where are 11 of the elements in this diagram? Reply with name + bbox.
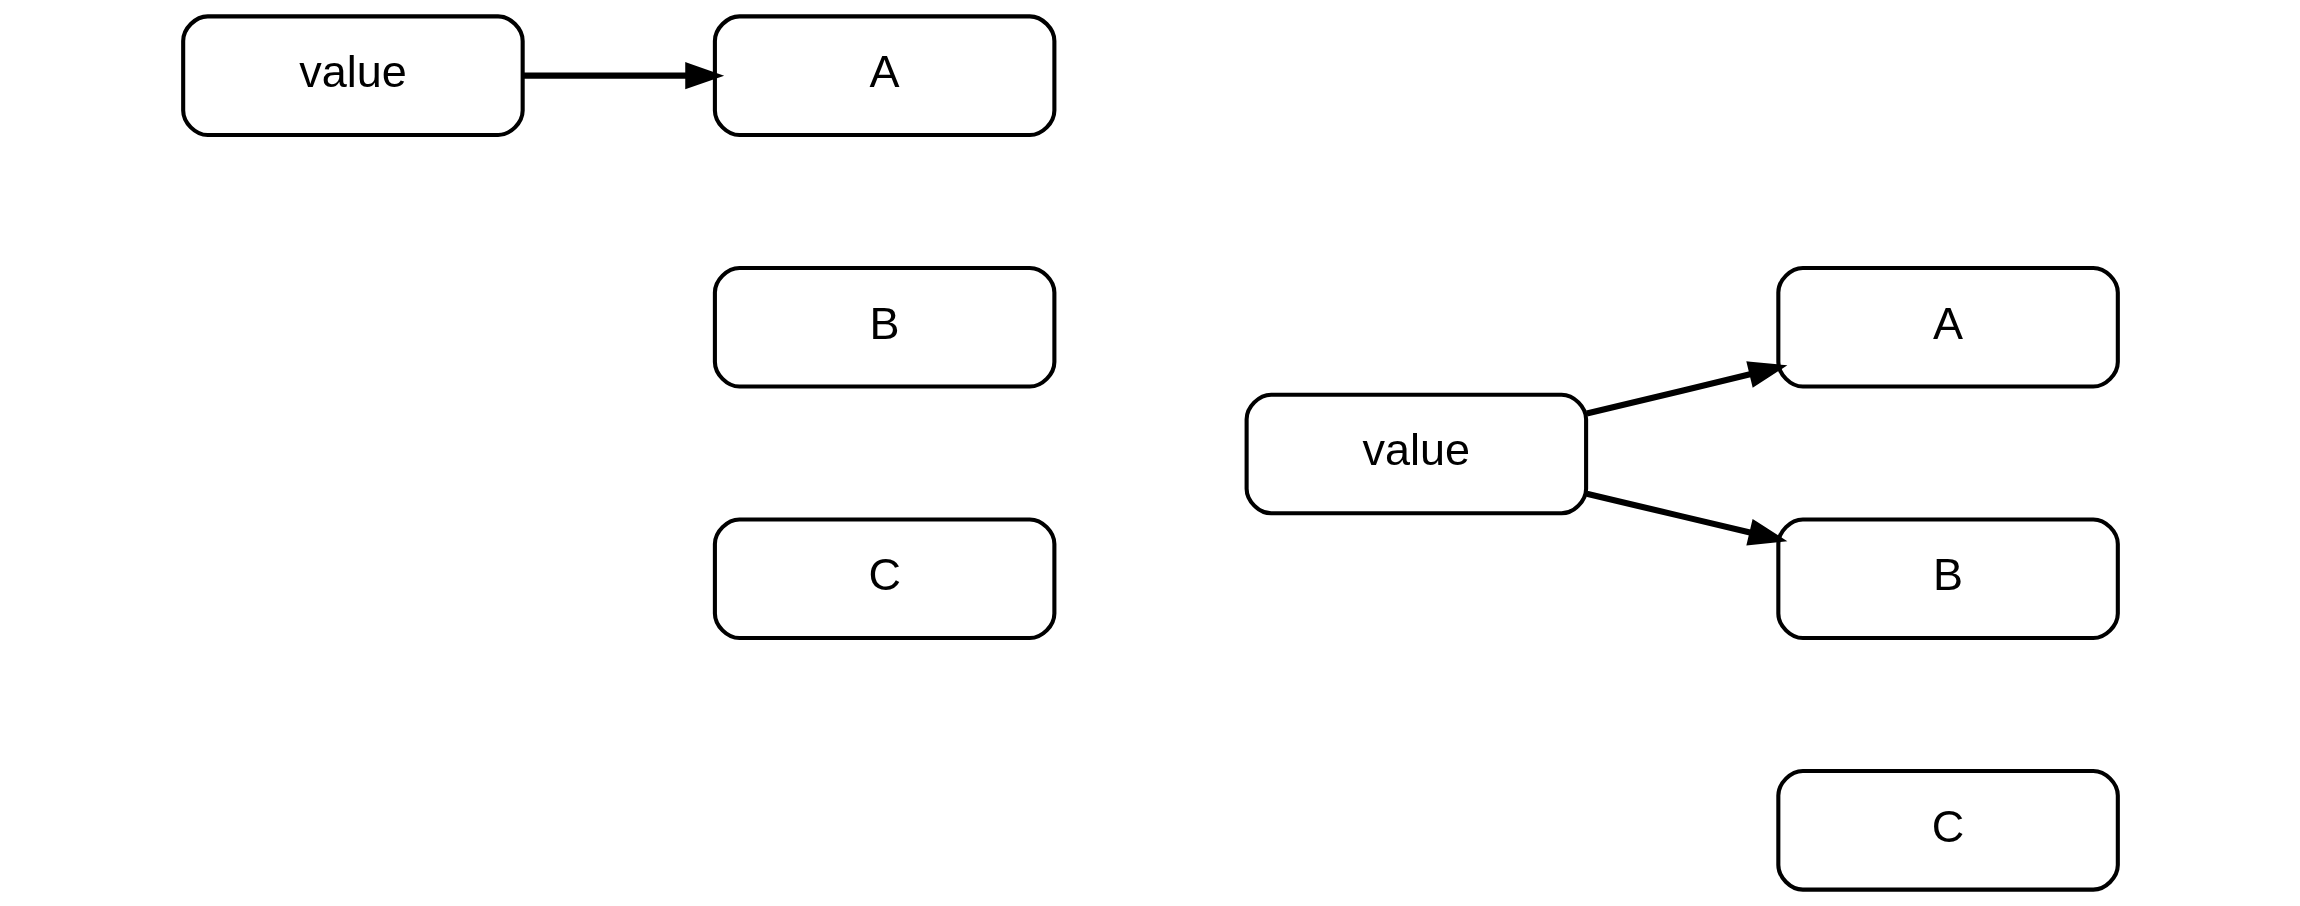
node-box: value — [1244, 392, 1588, 516]
node-box: value — [180, 14, 525, 138]
node-box: A — [1775, 265, 2120, 389]
node-box: B — [712, 265, 1056, 389]
node-box: C — [1775, 768, 2120, 892]
node-box: C — [712, 517, 1056, 641]
arrow — [1585, 361, 1787, 417]
node-box: A — [712, 14, 1056, 138]
arrow — [522, 62, 724, 90]
arrow — [1585, 490, 1787, 546]
node-box: B — [1775, 517, 2120, 641]
